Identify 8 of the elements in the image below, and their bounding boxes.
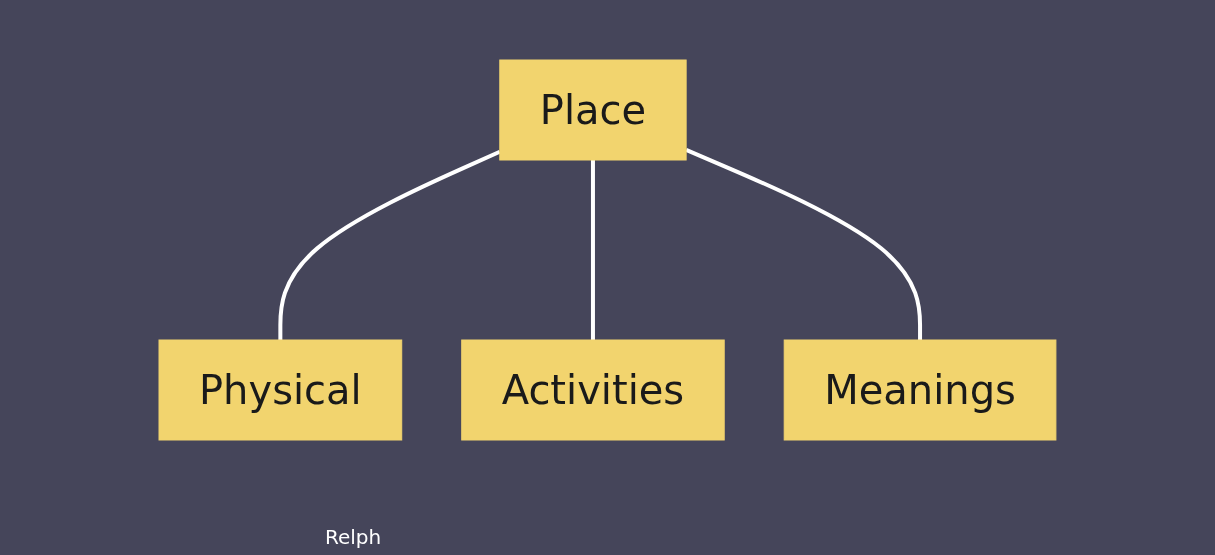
connector (591, 160, 595, 340)
node-box: Physical (158, 339, 403, 441)
source-note: Relph (325, 525, 382, 549)
node-box: Activities (461, 339, 725, 441)
connector (278, 149, 501, 340)
connector (685, 148, 923, 340)
node-box: Place (499, 59, 687, 161)
node-box: Meanings (783, 339, 1057, 441)
